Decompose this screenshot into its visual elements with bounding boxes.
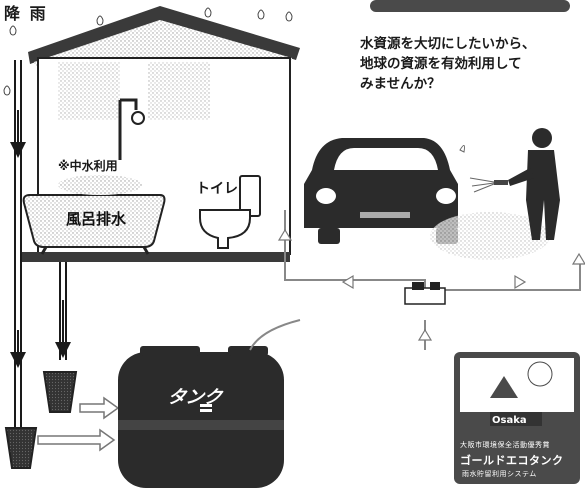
toilet-label: トイレ <box>196 181 238 197</box>
headline: 水資源を大切にしたいから、 地球の資源を有効利用して みませんか？ <box>360 34 580 94</box>
badge-title: ゴールドエコタンク <box>460 454 564 467</box>
toilet <box>199 175 261 249</box>
inflow-arrows <box>37 396 120 452</box>
award-badge <box>454 352 580 484</box>
bath-drain-label: 風呂排水 <box>66 210 127 228</box>
bath-drain-pipe <box>55 262 71 360</box>
rain-label: 降 雨 <box>4 4 48 23</box>
person-hosing <box>494 128 560 240</box>
flow-arrow-markers <box>277 228 585 341</box>
badge-city: Osaka <box>492 415 527 426</box>
downspout <box>10 60 26 430</box>
rain-drops <box>3 7 293 96</box>
storage-tank <box>118 346 284 488</box>
graywater-label: ※中水利用 <box>58 159 118 173</box>
wash-splash <box>430 212 550 260</box>
pump <box>404 282 446 305</box>
headline-line: 地球の資源を有効利用して <box>360 56 522 72</box>
badge-caption: 雨水貯留利用システム <box>462 470 537 478</box>
tank-label: タンク <box>166 387 224 408</box>
collector-bucket <box>4 371 78 469</box>
header-bar <box>370 0 570 12</box>
water-spray <box>459 145 495 193</box>
headline-line: みませんか？ <box>360 76 441 92</box>
bathtub <box>22 98 166 255</box>
headline-line: 水資源を大切にしたいから、 <box>360 36 536 52</box>
badge-caption: 大阪市環境保全活動優秀賞 <box>460 441 550 449</box>
